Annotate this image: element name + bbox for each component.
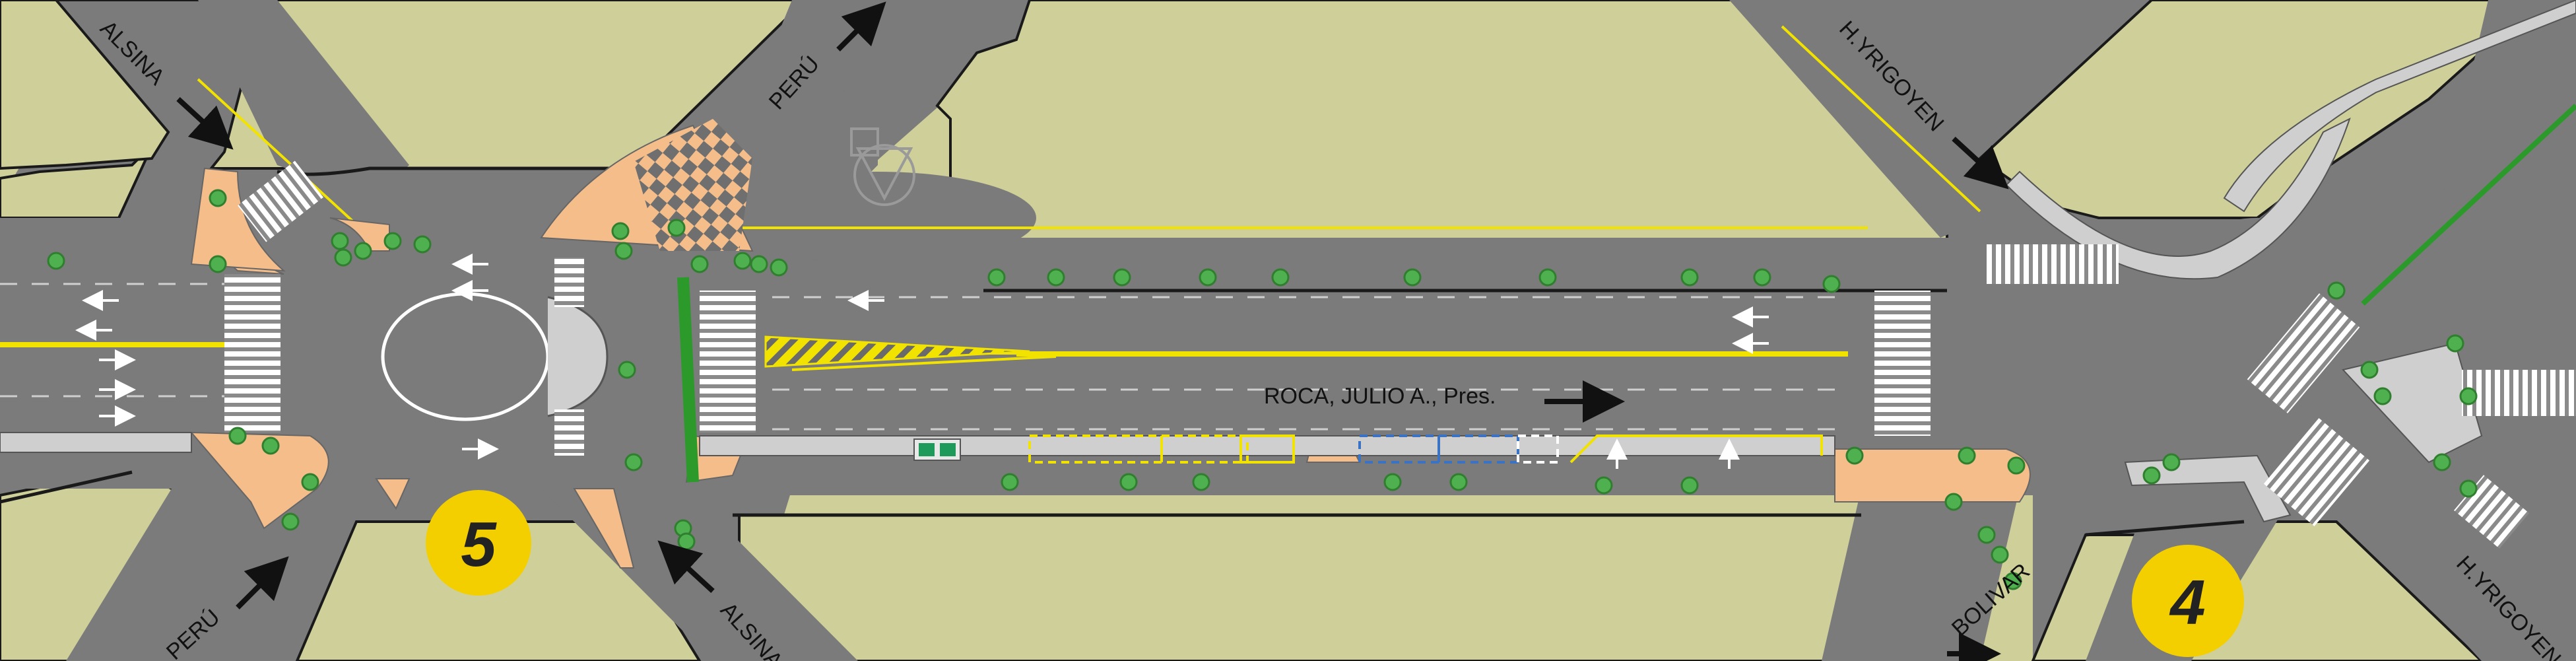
tree-icon — [618, 361, 636, 379]
tree-icon — [770, 258, 788, 277]
tree-icon — [383, 232, 402, 250]
tree-icon — [1403, 268, 1422, 287]
tree-icon — [690, 255, 709, 273]
tree-icon — [1991, 545, 2009, 564]
tree-icon — [1944, 493, 1963, 511]
intersection-number: 4 — [2169, 567, 2205, 638]
tree-icon — [1001, 473, 1019, 491]
bus-stop-icon — [913, 438, 961, 461]
arrow-icon — [836, 1, 886, 52]
tree-icon — [354, 242, 372, 260]
tree-icon — [1192, 473, 1210, 491]
intersection-badge-4: 4 — [2132, 545, 2244, 657]
tree-icon — [1383, 473, 1402, 491]
tree-icon — [1119, 473, 1138, 491]
arrow-icon — [1952, 137, 2009, 190]
intersection-number: 5 — [461, 509, 497, 580]
tree-icon — [331, 232, 349, 250]
main-avenue-label: ROCA, JULIO A., Pres. — [1264, 384, 1496, 409]
tree-icon — [611, 222, 630, 240]
tree-icon — [1822, 275, 1841, 293]
roundabout — [381, 292, 609, 421]
traffic-island-peru — [850, 127, 915, 206]
bus-stop-boxes — [1028, 435, 1823, 464]
lane-arrows — [75, 254, 1769, 469]
tree-icon — [209, 255, 227, 273]
tree-icon — [1845, 446, 1864, 465]
arrow-icon — [176, 97, 234, 150]
tree-icon — [209, 189, 227, 207]
tree-icon — [1449, 473, 1468, 491]
tree-icon — [2162, 453, 2181, 471]
checker-plaza — [634, 119, 752, 251]
tree-icon — [1958, 446, 1976, 465]
bike-lanes — [677, 104, 2576, 483]
direction-arrows — [176, 1, 2009, 661]
tree-icon — [750, 255, 768, 273]
tree-icon — [1977, 526, 1996, 544]
tree-icon — [2459, 387, 2478, 405]
tree-icon — [1538, 268, 1557, 287]
tree-icon — [1680, 476, 1699, 495]
hatched-island — [764, 335, 1030, 368]
tree-icon — [47, 252, 65, 270]
tree-icon — [2446, 334, 2464, 353]
tree-icon — [2327, 281, 2346, 300]
tree-icon — [667, 219, 686, 237]
tree-icon — [987, 268, 1006, 287]
tree-icon — [2360, 361, 2379, 379]
median-yellow-right — [1016, 351, 1848, 357]
tree-icon — [733, 252, 752, 270]
tree-icon — [228, 427, 247, 445]
tree-icon — [1595, 476, 1613, 495]
tree-icon — [1047, 268, 1065, 287]
tree-icon — [413, 235, 432, 254]
tree-icon — [1271, 268, 1290, 287]
arrow-icon — [657, 540, 715, 593]
tree-icon — [2373, 387, 2392, 405]
tree-icon — [281, 512, 300, 531]
median-yellow-main — [0, 342, 231, 347]
tree-icon — [677, 532, 696, 551]
tree-icon — [2007, 456, 2026, 475]
tree-icon — [614, 242, 633, 260]
tree-icon — [261, 436, 280, 455]
tree-icon — [624, 453, 643, 471]
tree-icon — [2459, 479, 2478, 498]
arrow-icon — [236, 556, 289, 609]
tree-icon — [301, 473, 319, 491]
crosswalks — [224, 160, 2576, 549]
trees — [47, 189, 2478, 590]
intersection-badge-5: 5 — [426, 490, 531, 596]
tree-icon — [2142, 466, 2161, 485]
tree-icon — [2433, 453, 2451, 471]
lane-dash-lines — [0, 283, 1848, 431]
tree-icon — [2004, 572, 2022, 590]
tree-icon — [334, 248, 352, 267]
tree-icon — [1753, 268, 1771, 287]
tree-icon — [1680, 268, 1699, 287]
tree-icon — [1113, 268, 1131, 287]
tree-icon — [1199, 268, 1217, 287]
